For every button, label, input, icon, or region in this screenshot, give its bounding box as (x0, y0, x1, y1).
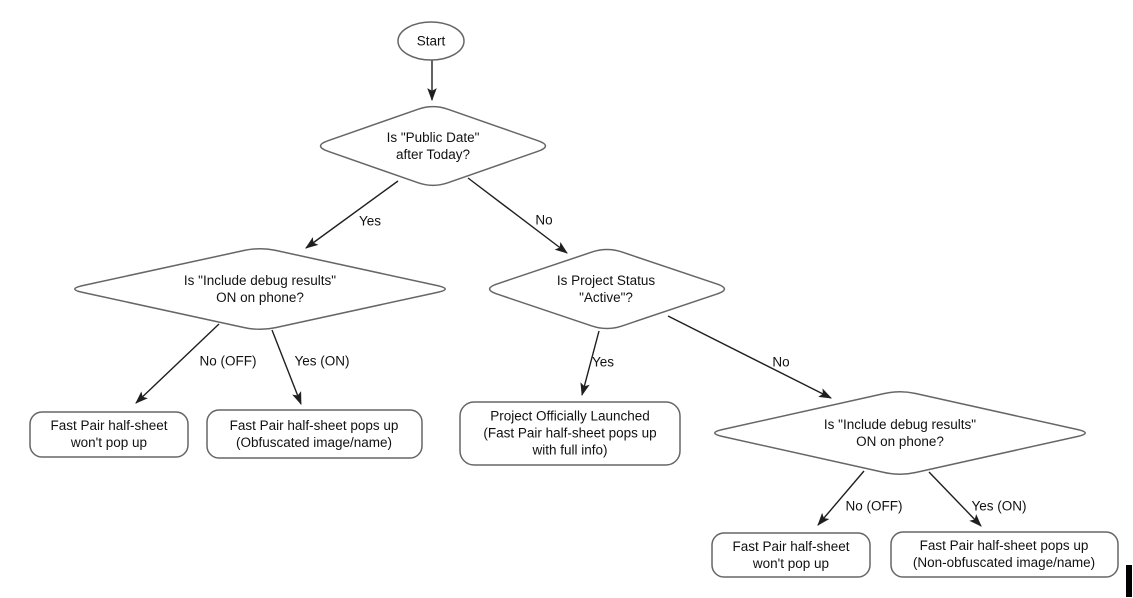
edge-debug-right-no (817, 470, 865, 526)
edge-debug-right-yes (928, 471, 982, 527)
debug-results-right-decision-shape (714, 391, 1086, 475)
node-label-no-popup-left: Fast Pair half-sheet won't pop up (50, 418, 168, 450)
edge-label-status-yes: Yes (591, 354, 615, 370)
no-popup-right-result-shape (711, 532, 871, 578)
edge-label-debug-left-no: No (OFF) (199, 353, 257, 369)
edge-status-yes (580, 330, 600, 397)
edge-public-date-no (467, 177, 568, 254)
debug-results-left-decision-shape (74, 247, 446, 331)
no-popup-left-result-shape (29, 411, 189, 458)
edge-debug-left-yes (271, 329, 302, 406)
edge-label-status-no: No (772, 354, 790, 370)
start-terminal-shape (397, 21, 465, 61)
obfuscated-popup-result-shape (206, 409, 423, 459)
node-label-obfuscated: Fast Pair half-sheet pops up (Obfuscated… (229, 418, 399, 450)
node-label-project-status: Is Project Status "Active"? (556, 273, 656, 305)
edge-status-no (667, 315, 832, 399)
node-label-debug-right: Is "Include debug results" ON on phone? (823, 417, 977, 449)
edge-label-public-date-yes: Yes (358, 213, 382, 229)
non-obfuscated-popup-result-shape (890, 531, 1119, 578)
edge-label-debug-right-yes: Yes (ON) (971, 498, 1027, 514)
node-label-start: Start (416, 33, 446, 49)
text-cursor-bar (1126, 565, 1132, 597)
node-label-launched: Project Officially Launched (Fast Pair h… (483, 408, 657, 458)
public-date-decision-shape (319, 105, 547, 187)
edge-label-debug-right-no: No (OFF) (845, 498, 903, 514)
launched-result-shape (459, 401, 681, 466)
node-label-no-popup-right: Fast Pair half-sheet won't pop up (732, 539, 850, 571)
node-label-non-obfuscated: Fast Pair half-sheet pops up (Non-obfusc… (912, 538, 1096, 570)
edge-debug-left-no (135, 323, 220, 404)
edge-public-date-yes (305, 180, 399, 249)
node-label-public-date: Is "Public Date" after Today? (386, 130, 480, 162)
edge-label-public-date-no: No (535, 212, 553, 228)
node-label-debug-left: Is "Include debug results" ON on phone? (183, 273, 337, 305)
project-status-decision-shape (488, 248, 726, 330)
edge-label-debug-left-yes: Yes (ON) (294, 353, 350, 369)
